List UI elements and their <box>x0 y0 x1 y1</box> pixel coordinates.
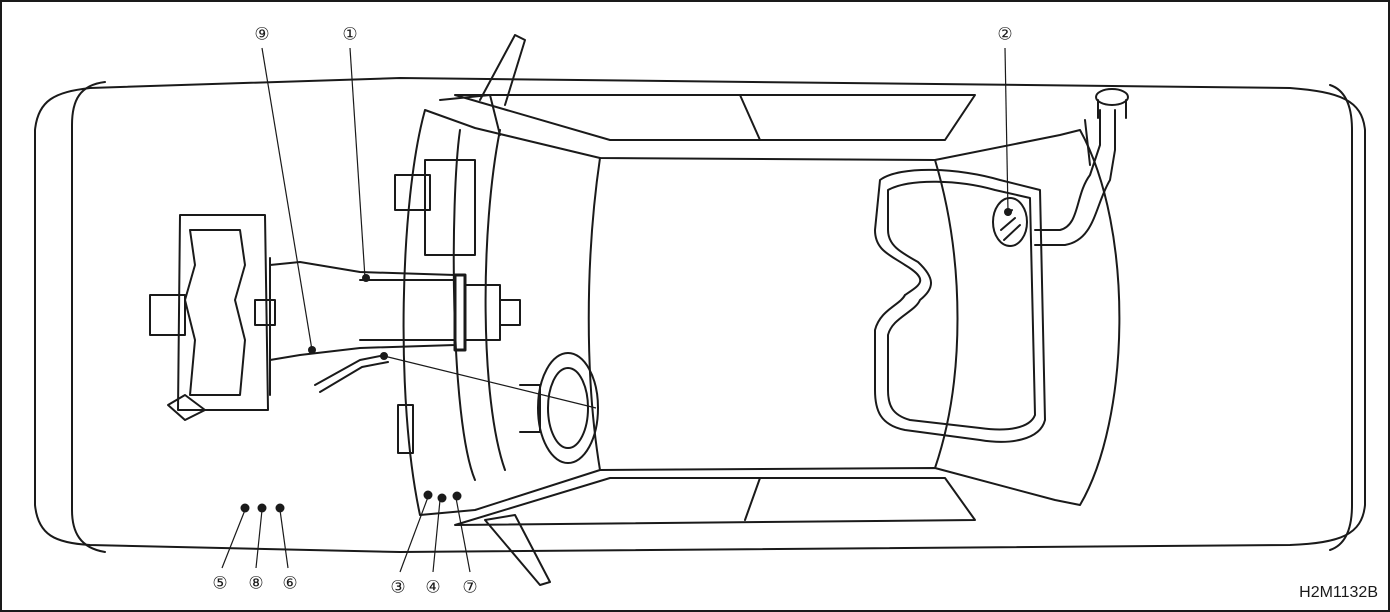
callout-6: ⑥ <box>282 574 297 593</box>
figure-id: H2M1132B <box>1299 584 1378 601</box>
callout-9: ⑨ <box>254 25 269 44</box>
callout-labels: ⑨ ① ② ⑤ ⑧ ⑥ ③ ④ ⑦ <box>212 25 1012 597</box>
point-7 <box>452 491 462 501</box>
transmission <box>269 261 521 393</box>
engine <box>149 214 276 421</box>
leader-lines <box>221 47 1009 573</box>
point-6 <box>275 503 285 513</box>
point-8 <box>257 503 267 513</box>
cabin <box>394 34 1121 586</box>
point-harness <box>380 352 388 360</box>
steering-wheel <box>519 352 599 464</box>
point-4 <box>437 493 447 503</box>
fuel-filler-neck <box>1034 88 1129 246</box>
point-1 <box>362 274 370 282</box>
callout-7: ⑦ <box>462 578 477 597</box>
callout-2: ② <box>997 25 1012 44</box>
callout-5: ⑤ <box>212 574 227 593</box>
point-5 <box>240 503 250 513</box>
car-body <box>34 77 1366 553</box>
fuel-tank <box>874 168 1046 443</box>
point-3 <box>423 490 433 500</box>
point-9 <box>308 346 316 354</box>
point-2 <box>1004 208 1012 216</box>
callout-3: ③ <box>390 578 405 597</box>
callout-1: ① <box>342 25 357 44</box>
callout-8: ⑧ <box>248 574 263 593</box>
callout-4: ④ <box>425 578 440 597</box>
sensor-points <box>240 208 1012 513</box>
